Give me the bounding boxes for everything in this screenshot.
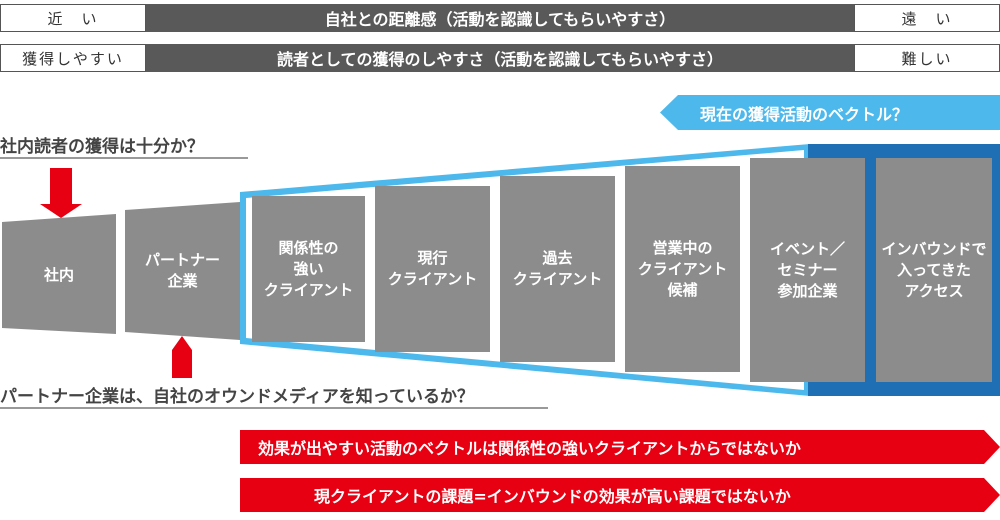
segment-event-shape (750, 158, 865, 382)
conclusion-banner-2-shape (240, 478, 1000, 512)
acquisition-scale-left: 獲得しやすい (0, 44, 146, 72)
arrow-up-partner (172, 336, 192, 378)
conclusion-banner-1-text: 効果が出やすい活動のベクトルは関係性の強いクライアントからではないか (258, 439, 801, 458)
acquisition-scale: 獲得しやすい 読者としての獲得のしやすさ（活動を認識してもらいやすさ） 難しい (0, 44, 1000, 72)
segment-event-label: イベント／ セミナー 参加企業 (769, 239, 845, 300)
distance-scale-left: 近 い (0, 4, 146, 32)
segment-partner-label: パートナー 企業 (144, 251, 220, 290)
acquisition-scale-right: 難しい (854, 44, 1000, 72)
segment-inbound-shape (876, 158, 992, 382)
question-internal: 社内読者の獲得は十分か？ (0, 137, 204, 157)
segment-current-client-label: 現行 クライアント (387, 249, 478, 288)
vector-banner-label: 現在の獲得活動のベクトル？ (700, 104, 909, 124)
segment-current-client-shape (375, 186, 490, 352)
distance-scale: 近 い 自社との距離感（活動を認識してもらいやすさ） 遠 い (0, 4, 1000, 32)
segment-prospect-label: 営業中の クライアント 候補 (637, 238, 728, 299)
segment-prospect-shape (625, 166, 740, 372)
segment-past-client-label: 過去 クライアント (512, 249, 603, 288)
acquisition-scale-title: 読者としての獲得のしやすさ（活動を認識してもらいやすさ） (146, 44, 854, 72)
segment-past-client-shape (500, 176, 615, 362)
segment-internal-label: 社内 (43, 265, 74, 284)
segment-internal-shape (2, 214, 116, 334)
question-internal-underline (0, 157, 248, 159)
distance-scale-right: 遠 い (854, 4, 1000, 32)
arrow-down-internal (40, 168, 82, 218)
conclusion-banner-2-text: 現クライアントの課題=インバウンドの効果が高い課題ではないか (314, 487, 791, 506)
distance-scale-title: 自社との距離感（活動を認識してもらいやすさ） (146, 4, 854, 32)
question-partner-underline (0, 407, 548, 409)
segment-strong-client-label: 関係性の 強い クライアント (263, 238, 354, 299)
segment-partner-shape (125, 202, 240, 340)
segment-inbound-label: インバウンドで 入ってきた アクセス (881, 239, 987, 300)
question-partner: パートナー企業は、自社のオウンドメディアを知っているか？ (0, 387, 474, 407)
vector-arrow (660, 95, 1000, 130)
conclusion-banner-1-shape (240, 430, 1000, 464)
segment-strong-client-shape (252, 196, 365, 342)
